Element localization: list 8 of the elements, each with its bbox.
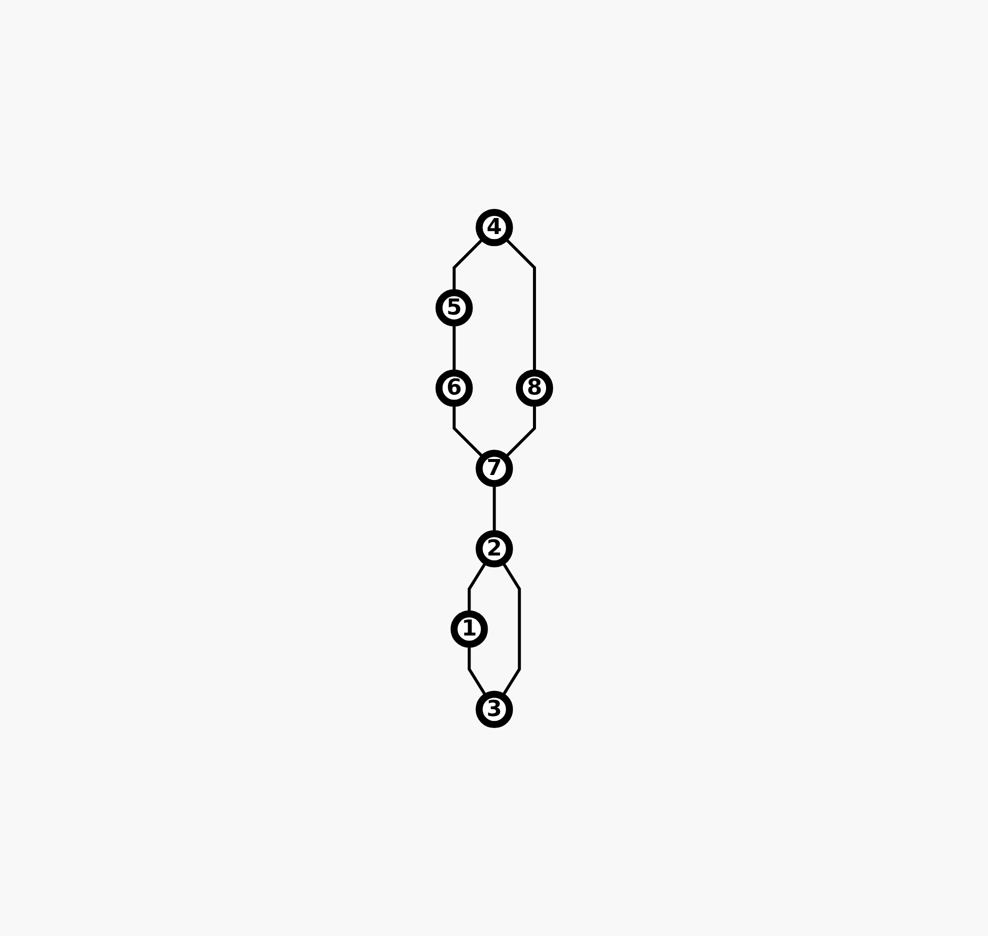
node-circle: 3: [475, 690, 513, 728]
node-circle: 4: [475, 208, 513, 246]
node-circle: 7: [475, 449, 513, 487]
node-circle: 1: [450, 610, 488, 648]
node-circle: 6: [435, 369, 472, 406]
node-circle: 2: [475, 530, 513, 567]
node-circle: 8: [516, 369, 553, 406]
node-circle: 5: [435, 288, 472, 326]
